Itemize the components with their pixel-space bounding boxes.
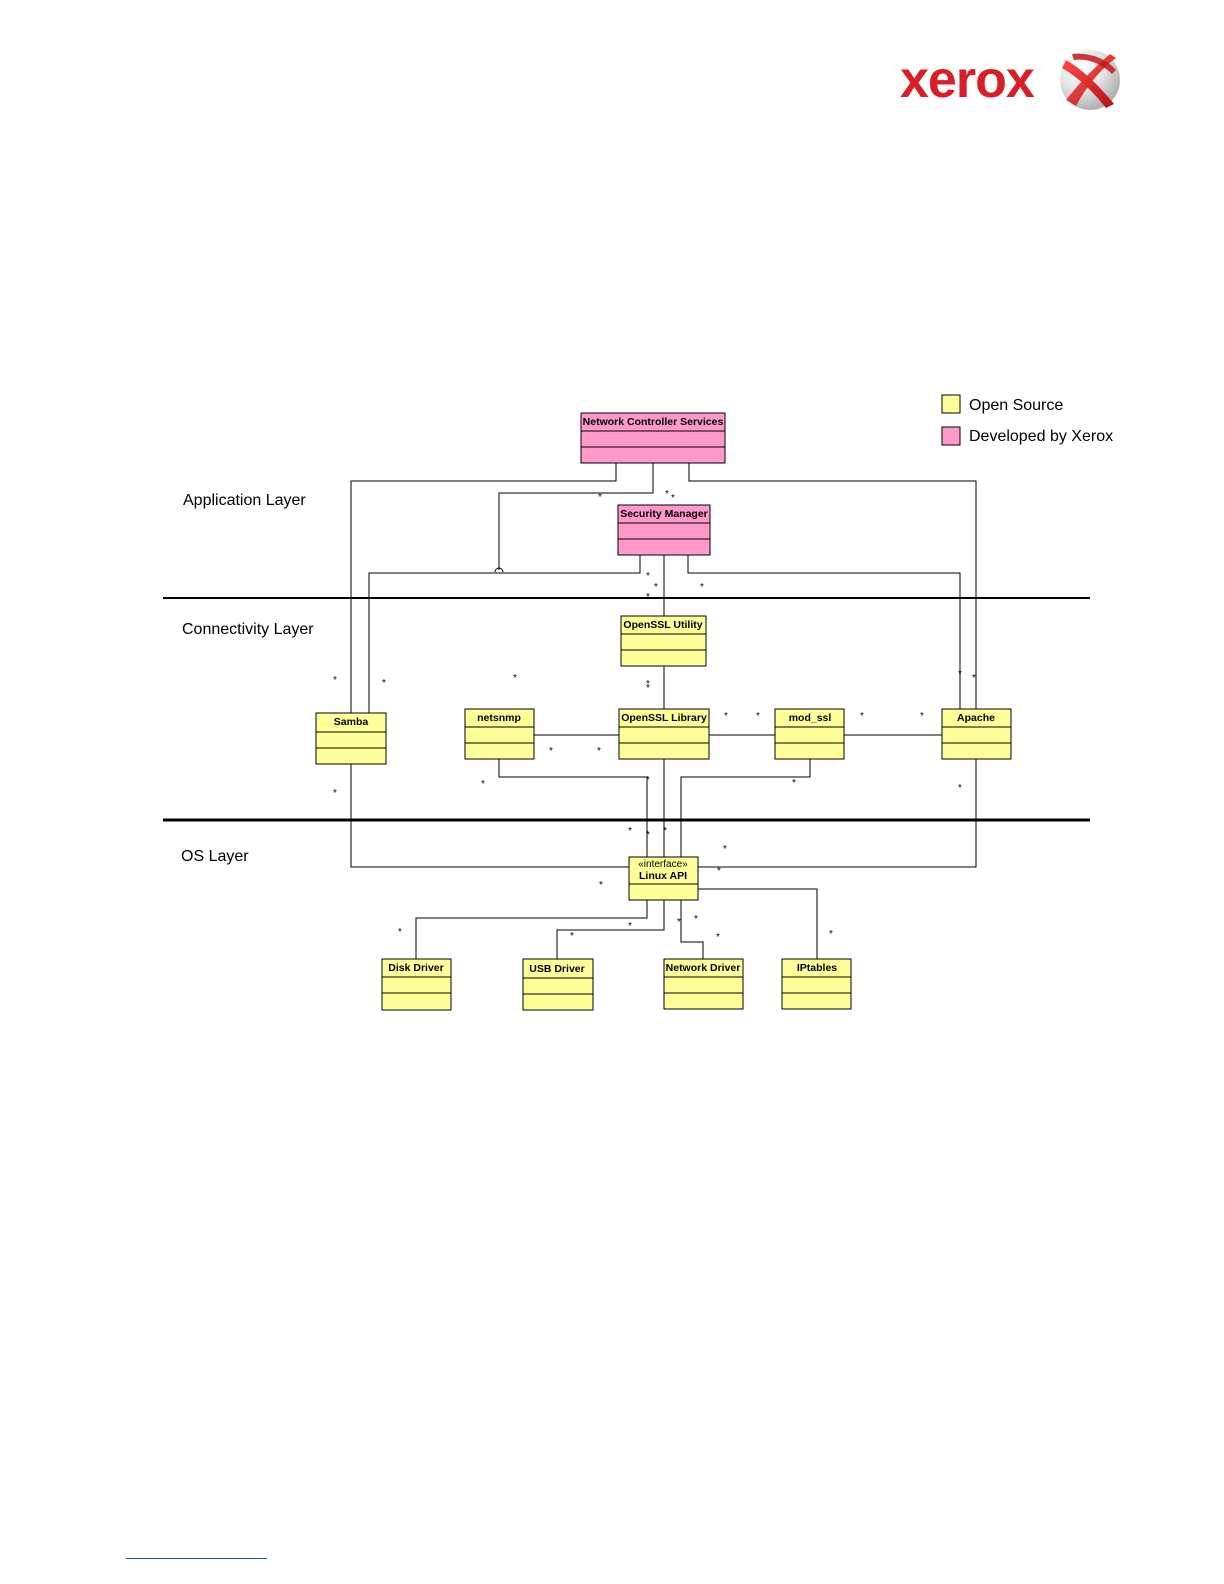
xerox-logo: xerox <box>900 44 1124 116</box>
class-name: OpenSSL Library <box>621 712 707 724</box>
connector-modssl-linuxapi <box>680 759 811 857</box>
class-stereotype: «interface» <box>638 859 688 870</box>
class-network-driver: Network Driver <box>663 958 744 1010</box>
multiplicity: * <box>513 673 517 684</box>
class-name: Samba <box>334 716 369 728</box>
class-name: Security Manager <box>620 508 708 520</box>
layer-label-application: Application Layer <box>183 492 306 509</box>
multiplicity: * <box>829 929 833 940</box>
layer-label-connectivity: Connectivity Layer <box>182 621 314 638</box>
class-usb-driver: USB Driver <box>522 958 594 1011</box>
multiplicity: * <box>333 675 337 686</box>
class-name: OpenSSL Utility <box>623 619 702 631</box>
layer-label-os: OS Layer <box>181 848 249 865</box>
multiplicity: * <box>665 489 669 500</box>
connector-linuxapi-disk <box>415 900 648 959</box>
connector-apache-linuxapi <box>698 759 977 868</box>
multiplicity: * <box>646 830 650 841</box>
legend-label-open-source: Open Source <box>969 397 1063 414</box>
class-network-controller-services: Network Controller Services <box>580 412 726 464</box>
legend: Open Source Developed by Xerox <box>941 394 1113 446</box>
legend-swatch-open-source <box>941 394 961 414</box>
connector-samba-linuxapi <box>350 764 629 868</box>
multiplicity: * <box>597 746 601 757</box>
connector-ncs-apache <box>688 463 977 709</box>
class-name: IPtables <box>797 962 837 974</box>
class-iptables: IPtables <box>781 958 852 1010</box>
multiplicity: * <box>481 779 485 790</box>
class-netsnmp: netsnmp <box>464 708 535 760</box>
multiplicity: * <box>792 778 796 789</box>
multiplicity: * <box>646 683 650 694</box>
multiplicity: * <box>717 866 721 877</box>
class-samba: Samba <box>315 712 387 765</box>
multiplicity: * <box>398 927 402 938</box>
multiplicity: * <box>646 592 650 603</box>
multiplicity: * <box>958 669 962 680</box>
multiplicity: * <box>549 746 553 757</box>
class-openssl-utility: OpenSSL Utility <box>620 615 707 667</box>
multiplicity: * <box>958 783 962 794</box>
class-name: Apache <box>957 712 995 724</box>
multiplicity: * <box>723 844 727 855</box>
multiplicity: * <box>677 917 681 928</box>
multiplicity: * <box>860 711 864 722</box>
multiplicity: * <box>598 492 602 503</box>
multiplicity: * <box>646 775 650 786</box>
multiplicity: * <box>920 711 924 722</box>
connector-ncs-samba <box>350 463 617 713</box>
class-security-manager: Security Manager <box>617 504 711 556</box>
xerox-wordmark: xerox <box>900 51 1035 109</box>
connector-ncs-netsnmp <box>498 463 654 570</box>
class-name: Linux API <box>639 870 687 882</box>
class-name: Disk Driver <box>388 962 443 974</box>
class-mod-ssl: mod_ssl <box>774 708 845 760</box>
multiplicity: * <box>628 826 632 837</box>
multiplicity: * <box>382 678 386 689</box>
multiplicity: * <box>671 493 675 504</box>
connectors <box>350 463 977 959</box>
class-name: netsnmp <box>477 712 521 724</box>
multiplicity: * <box>700 582 704 593</box>
legend-swatch-xerox <box>941 426 961 446</box>
multiplicity: * <box>599 880 603 891</box>
multiplicity: * <box>570 931 574 942</box>
connector-hop <box>494 567 504 573</box>
multiplicity-markers: * * * * * * * * * * * * * * * * * * * * … <box>333 489 976 943</box>
class-name: Network Controller Services <box>583 416 724 428</box>
class-name: mod_ssl <box>789 712 832 724</box>
class-openssl-library: OpenSSL Library <box>618 708 710 760</box>
connector-secmgr-samba <box>368 555 641 713</box>
class-linux-api: «interface» Linux API <box>628 856 699 901</box>
multiplicity: * <box>716 932 720 943</box>
connector-netsnmp-linuxapi <box>498 759 648 857</box>
class-name: USB Driver <box>529 963 584 975</box>
class-name: Network Driver <box>666 962 741 974</box>
multiplicity: * <box>628 921 632 932</box>
legend-label-xerox: Developed by Xerox <box>969 428 1113 445</box>
xerox-sphere-icon <box>1060 50 1120 110</box>
multiplicity: * <box>646 679 650 690</box>
class-apache: Apache <box>941 708 1012 760</box>
connector-linuxapi-usb <box>556 900 665 959</box>
connector-linuxapi-network <box>680 900 704 959</box>
multiplicity: * <box>694 914 698 925</box>
class-disk-driver: Disk Driver <box>381 958 452 1011</box>
multiplicity: * <box>646 571 650 582</box>
footnote-separator <box>126 1558 267 1559</box>
multiplicity: * <box>972 673 976 684</box>
multiplicity: * <box>654 582 658 593</box>
connector-secmgr-apache <box>687 555 961 709</box>
connector-linuxapi-iptables <box>698 888 818 959</box>
multiplicity: * <box>663 826 667 837</box>
multiplicity: * <box>756 711 760 722</box>
multiplicity: * <box>724 711 728 722</box>
multiplicity: * <box>333 788 337 799</box>
